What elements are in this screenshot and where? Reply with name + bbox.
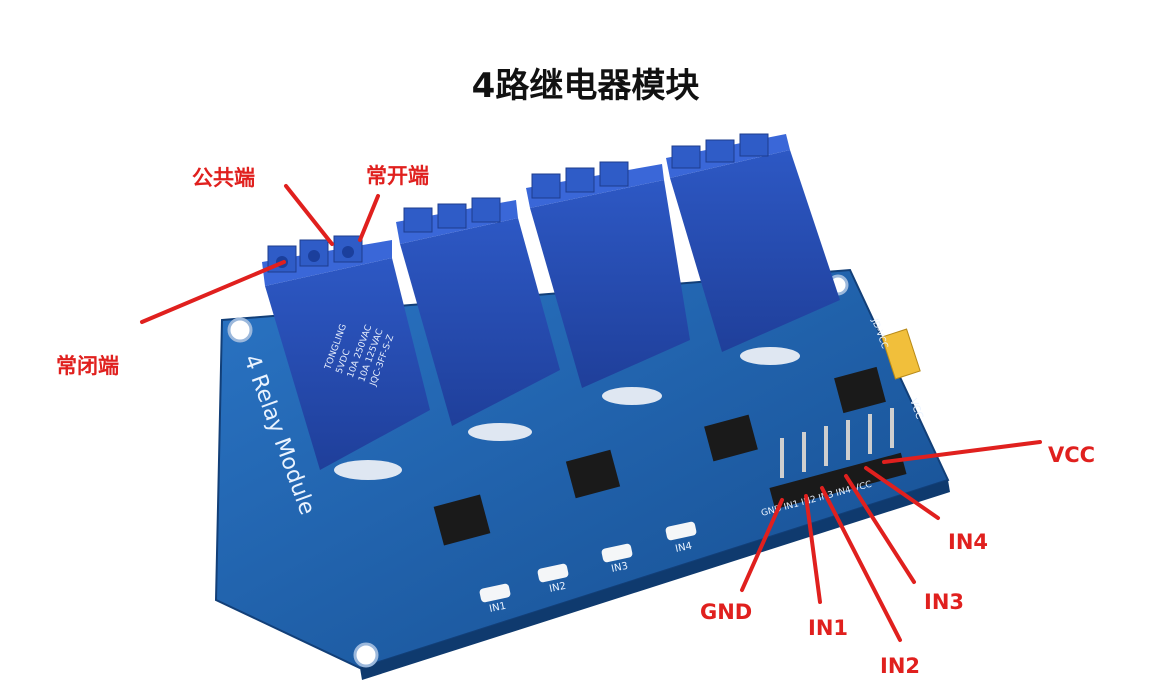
optocoupler: [834, 366, 886, 414]
optocoupler: [704, 414, 758, 462]
relay-3: [526, 161, 690, 405]
label-gnd: GND: [700, 600, 753, 624]
pin-header: [769, 408, 907, 510]
jumper: [881, 328, 921, 380]
label-normally-closed: 常闭端: [56, 354, 119, 378]
pointer-in1: [804, 494, 822, 604]
mounting-hole: [227, 317, 253, 343]
led: [601, 543, 633, 563]
relay-4: [666, 133, 840, 365]
led: [479, 583, 511, 603]
led: [665, 521, 697, 541]
label-in2: IN2: [880, 654, 921, 678]
label-in3: IN3: [924, 590, 965, 614]
optocoupler: [565, 449, 621, 499]
pointer-gnd: [740, 498, 784, 592]
pointer-in2: [820, 486, 902, 642]
silk-in2: IN2: [548, 581, 567, 595]
relay-2: [396, 197, 560, 441]
pointer-in4: [864, 466, 940, 520]
label-common: 公共端: [192, 166, 255, 190]
label-in1: IN1: [808, 616, 849, 640]
label-in4: IN4: [948, 530, 989, 554]
page-title: 4路继电器模块: [471, 66, 700, 106]
pointer-in3: [844, 474, 916, 584]
mounting-hole: [353, 642, 379, 668]
label-normally-open: 常开端: [366, 164, 429, 188]
silk-in1: IN1: [488, 601, 507, 615]
pointer-vcc: [882, 440, 1042, 464]
pointer-normally-closed: [140, 260, 286, 324]
silk-in3: IN3: [610, 561, 629, 575]
label-vcc: VCC: [1048, 443, 1096, 467]
silk-in4: IN4: [674, 541, 693, 555]
pointer-common: [284, 184, 334, 246]
pointer-normally-open: [358, 194, 380, 242]
optocoupler: [433, 494, 491, 546]
relay-1: [262, 235, 430, 480]
led: [537, 563, 569, 583]
